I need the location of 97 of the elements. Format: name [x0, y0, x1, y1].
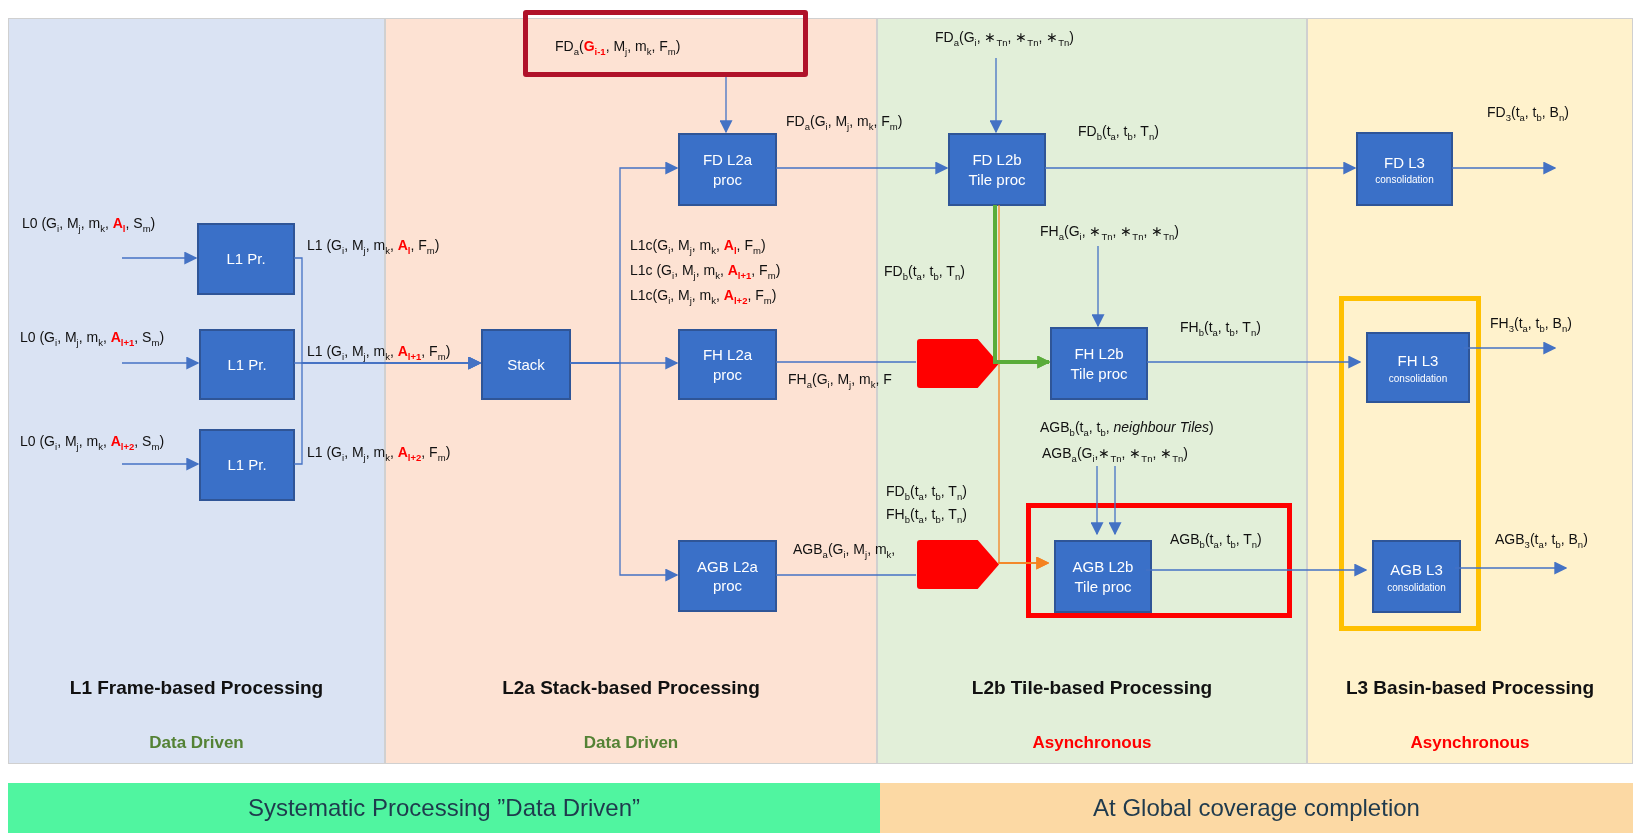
box-label: FH L2a proc — [701, 345, 754, 384]
connector-line — [775, 361, 917, 363]
box-label: consolidation — [1388, 372, 1448, 384]
box-label: FH L3 — [1397, 351, 1439, 371]
arrow — [1146, 355, 1362, 369]
connector-line — [775, 574, 917, 576]
edge-label: L0 (G$_{i}$, M$_{j}$, m$_{k}$, A$_{l}$, S$_{m}$) — [22, 214, 156, 236]
arrow — [1463, 341, 1557, 355]
edge-label: FD$_{a}$(G$_{i}$, ∗$_{Tn}$, ∗$_{Tn}$, ∗$_{Tn}$) — [935, 28, 1074, 50]
banner-bar — [880, 783, 1633, 833]
arrow — [719, 76, 733, 134]
arrow — [569, 362, 679, 582]
column-panel — [385, 18, 877, 764]
edge-label: AGB$_{b}$(t$_{a}$, t$_{b}$, T$_{n}$) — [1170, 530, 1262, 552]
box-label: consolidation — [1375, 174, 1434, 186]
edge-label: AGB$_{a}$(G$_{i}$, M$_{j}$, m$_{k}$, — [793, 540, 896, 562]
column-heading: L2a Stack-based Processing — [502, 677, 760, 699]
box-label: AGB L3 — [1390, 560, 1443, 580]
column-subtitle: Asynchronous — [1410, 733, 1530, 753]
box-label: consolidation — [1387, 581, 1446, 593]
column-subtitle: Asynchronous — [1032, 733, 1152, 753]
edge-label: L0 (G$_{i}$, M$_{j}$, m$_{k}$, A$_{l+1}$, S$_{m}$) — [20, 328, 165, 350]
process-box — [678, 329, 777, 400]
edge-label: L1 (G$_{i}$, M$_{j}$, m$_{k}$, A$_{l+1}$, F$_{m}$) — [307, 342, 451, 364]
edge-label: L0 (G$_{i}$, M$_{j}$, m$_{k}$, A$_{l+2}$, S$_{m}$) — [20, 432, 165, 454]
process-box — [1372, 540, 1461, 613]
arrow — [121, 251, 198, 265]
edge-label: FH$_{b}$(t$_{a}$, t$_{b}$, T$_{n}$) — [1180, 318, 1261, 340]
edge-label: FD$_{b}$(t$_{a}$, t$_{b}$, T$_{n}$) — [1078, 122, 1159, 144]
data-label: L1c(G$_{i}$, M$_{j}$, m$_{k}$, A$_{l}$, F$_{m}$) — [630, 236, 766, 258]
edge-label: AGB$_{b}$(t$_{a}$, t$_{b}$, neighbour Tiles) — [1040, 418, 1214, 440]
process-box — [199, 329, 295, 400]
column-subtitle: Data Driven — [149, 733, 244, 753]
arrow — [1108, 465, 1122, 536]
edge-label: FD$_{a}$(G$_{i}$, M$_{j}$, m$_{k}$, F$_{m}$) — [786, 112, 903, 134]
edge-label: FH$_{a}$(G$_{i}$, ∗$_{Tn}$, ∗$_{Tn}$, ∗$_{Tn}$) — [1040, 222, 1179, 244]
arrow — [998, 355, 1051, 369]
arrow — [1145, 563, 1368, 577]
edge-label: FD$_{b}$(t$_{a}$, t$_{b}$, T$_{n}$) — [884, 262, 965, 284]
column-panel — [8, 18, 385, 764]
box-label: FD L2a proc — [701, 150, 754, 189]
column-panel — [877, 18, 1307, 764]
process-box — [481, 329, 571, 400]
pentagon-marker — [917, 540, 999, 589]
process-box — [678, 133, 777, 206]
process-box — [948, 133, 1046, 206]
box-label: FD L3 — [1384, 152, 1425, 173]
edge-label: AGB$_{a}$(G$_{i}$,∗$_{Tn}$, ∗$_{Tn}$, ∗$_{Tn}$) — [1042, 444, 1188, 466]
box-label: L1 Pr. — [226, 249, 266, 269]
process-box — [1366, 332, 1470, 403]
arrow — [293, 356, 482, 465]
edge-label: FH$_{a}$(G$_{i}$, M$_{j}$, m$_{k}$, F — [788, 370, 892, 392]
box-label: AGB L2a proc — [696, 556, 759, 596]
column-heading: L2b Tile-based Processing — [971, 677, 1213, 699]
input-label: FD$_{a}$(G$_{i-1}$, M$_{j}$, m$_{k}$, F$_{m}$) — [555, 37, 681, 59]
arrow — [1090, 465, 1104, 536]
box-label: FH L2b Tile proc — [1069, 344, 1129, 383]
arrow — [1454, 561, 1568, 575]
banner-bar — [8, 783, 880, 833]
process-box — [1050, 327, 1148, 400]
arrow — [121, 356, 200, 370]
pentagon-marker — [917, 339, 999, 388]
data-label: L1c (G$_{i}$, M$_{j}$, m$_{k}$, A$_{l+1}$, F$_{m}$) — [630, 261, 781, 283]
edge-label: FD$_{3}$(t$_{a}$, t$_{b}$, B$_{n}$) — [1487, 103, 1569, 125]
arrow — [775, 161, 949, 175]
data-label: L1c(G$_{i}$, M$_{j}$, m$_{k}$, A$_{l+2}$, F$_{m}$) — [630, 286, 777, 308]
box-label: Stack — [507, 354, 545, 375]
process-box — [1356, 132, 1453, 206]
edge-label: FH$_{3}$(t$_{a}$, t$_{b}$, B$_{n}$) — [1490, 314, 1572, 336]
data-label: FD$_{b}$(t$_{a}$, t$_{b}$, T$_{n}$) — [886, 482, 967, 504]
column-heading: L1 Frame-based Processing — [69, 677, 324, 699]
banner-text: At Global coverage completion — [1093, 794, 1420, 822]
process-box — [199, 429, 295, 501]
edge-label: L1 (G$_{i}$, M$_{j}$, m$_{k}$, A$_{l}$, F$_{m}$) — [307, 236, 440, 258]
arrow — [1091, 245, 1105, 328]
highlight-frame — [523, 10, 808, 77]
highlight-frame — [1026, 503, 1292, 618]
column-subtitle: Data Driven — [583, 733, 679, 753]
process-box — [197, 223, 295, 295]
process-box — [1054, 540, 1152, 613]
highlight-frame — [1339, 296, 1481, 631]
arrow — [997, 556, 1050, 570]
box-label: L1 Pr. — [227, 455, 267, 475]
column-panel — [1307, 18, 1633, 764]
data-label: FH$_{b}$(t$_{a}$, t$_{b}$, T$_{n}$) — [886, 505, 967, 527]
box-label: L1 Pr. — [227, 354, 267, 375]
arrow — [1044, 161, 1357, 175]
process-box — [678, 540, 777, 612]
arrow — [1451, 161, 1557, 175]
box-label: FD L2b Tile proc — [967, 150, 1027, 189]
box-label: AGB L2b Tile proc — [1071, 557, 1135, 596]
arrow — [989, 57, 1003, 134]
edge-label: L1 (G$_{i}$, M$_{j}$, m$_{k}$, A$_{l+2}$, F$_{m}$) — [307, 443, 451, 465]
arrow — [121, 457, 200, 471]
column-heading: L3 Basin-based Processing — [1345, 677, 1595, 699]
banner-text: Systematic Processing ”Data Driven” — [247, 794, 641, 822]
edge-label: AGB$_{3}$(t$_{a}$, t$_{b}$, B$_{n}$) — [1495, 530, 1588, 552]
